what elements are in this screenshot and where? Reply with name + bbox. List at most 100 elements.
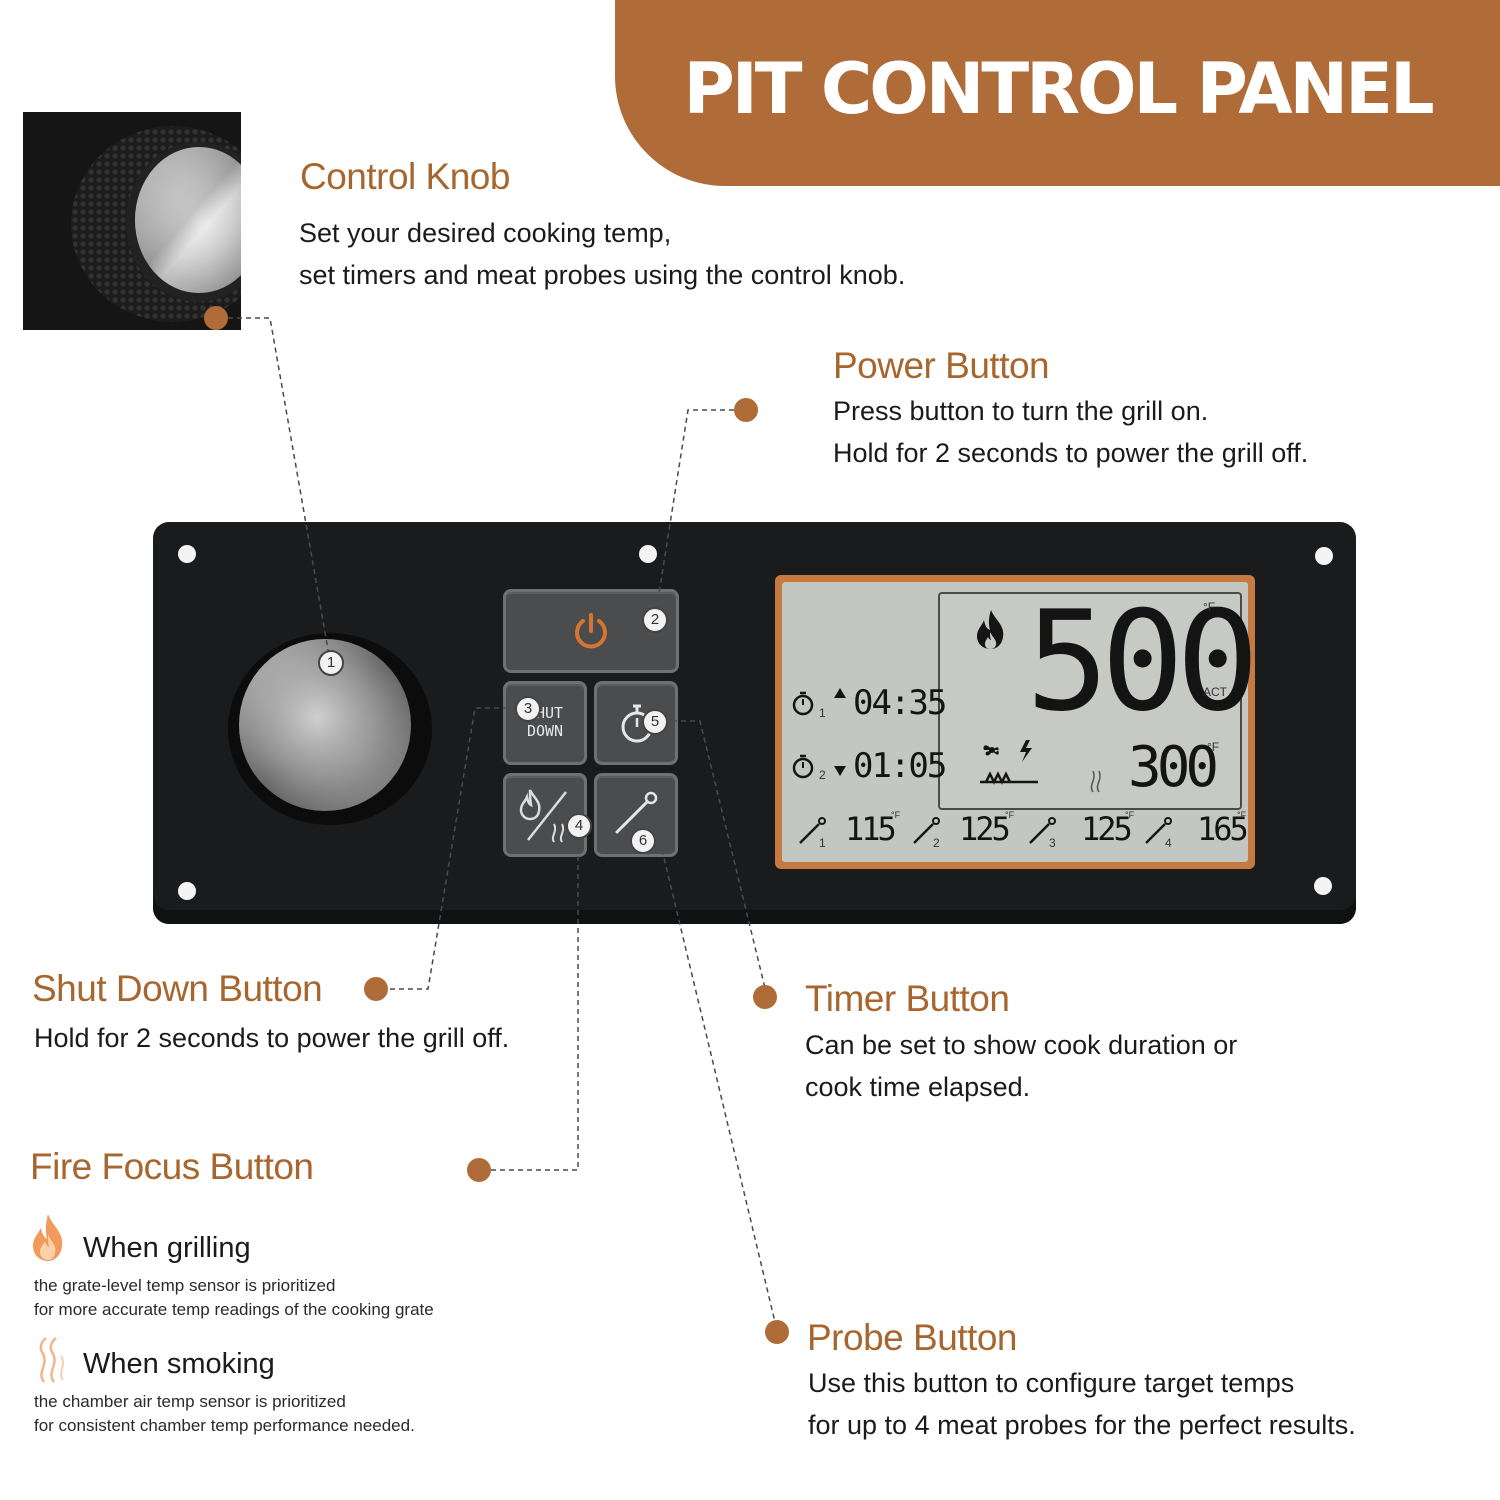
probe-3-temp: 125: [1081, 810, 1133, 848]
page-title: PIT CONTROL PANEL: [683, 48, 1434, 130]
timer-1-readout: 04:35: [853, 683, 947, 723]
mounting-hole: [639, 545, 657, 563]
actual-temp-unit: °F: [1207, 740, 1220, 754]
set-temp-readout: 500: [1026, 581, 1259, 742]
fire-focus-button-heading: Fire Focus Button: [30, 1146, 314, 1187]
when-smoking-heading: When smoking: [83, 1348, 275, 1380]
control-knob-description: Set your desired cooking temp, set timer…: [299, 212, 905, 296]
marker-6: 6: [630, 828, 656, 854]
description-line: Set your desired cooking temp,: [299, 218, 672, 248]
leader-line-timer-button: [654, 720, 766, 989]
timer-2-readout: 01:05: [853, 746, 947, 786]
marker-3: 3: [515, 696, 541, 722]
probe-4-temp: 165: [1197, 810, 1249, 848]
marker-5: 5: [642, 709, 668, 735]
probe-1-unit: °F: [891, 810, 901, 820]
description-line: cook time elapsed.: [805, 1072, 1031, 1102]
probe-3-icon: [1029, 817, 1056, 844]
title-banner: PIT CONTROL PANEL: [615, 0, 1500, 186]
probe-2-temp: 125: [959, 810, 1011, 848]
when-grilling-description: the grate-level temp sensor is prioritiz…: [34, 1274, 434, 1322]
power-button[interactable]: [503, 589, 679, 673]
shut-down-button-description: Hold for 2 seconds to power the grill of…: [34, 1017, 509, 1059]
leader-line-fire-focus-button: [491, 826, 579, 1171]
shut-down-label-line: DOWN: [526, 722, 564, 740]
timer-button-heading: Timer Button: [805, 978, 1010, 1019]
probe-4-icon: [1145, 817, 1172, 844]
leader-line-control-knob: [228, 317, 331, 662]
smoke-icon: [39, 1337, 64, 1383]
probe-2-unit: °F: [1005, 810, 1015, 820]
probe-2-icon: [913, 817, 940, 844]
description-line: for up to 4 meat probes for the perfect …: [808, 1410, 1356, 1440]
timer-2-icon: [792, 754, 814, 779]
leader-line-power-button: [654, 409, 734, 620]
control-knob-photo: [23, 112, 241, 330]
shut-down-button-callout-dot: [364, 977, 388, 1001]
shut-down-button-heading: Shut Down Button: [32, 968, 323, 1009]
leader-line-probe-button: [642, 840, 776, 1323]
actual-temp-readout: 300: [1128, 735, 1219, 800]
power-button-callout-dot: [734, 398, 758, 422]
description-line: set timers and meat probes using the con…: [299, 260, 906, 290]
probe-3-index: 3: [1049, 836, 1056, 850]
probe-1-temp: 115: [845, 810, 897, 848]
timer-button[interactable]: [594, 681, 678, 765]
power-icon: [575, 613, 607, 649]
marker-4: 4: [566, 813, 592, 839]
description-line: Press button to turn the grill on.: [833, 396, 1209, 426]
up-arrow-icon: [834, 688, 846, 698]
flame-icon: [33, 1214, 63, 1261]
timer-button-callout-dot: [753, 985, 777, 1009]
marker-1: 1: [318, 650, 344, 676]
probe-icon: [615, 791, 658, 834]
probe-3-readout: 3 125 °F: [1025, 810, 1137, 856]
leader-line-shut-down-button: [390, 707, 527, 990]
probe-4-unit: °F: [1237, 810, 1247, 820]
set-temp-unit: °F: [1203, 600, 1216, 614]
shut-down-button[interactable]: SHUT DOWN: [503, 681, 587, 765]
description-line: Can be set to show cook duration or: [805, 1030, 1238, 1060]
timer-button-description: Can be set to show cook duration or cook…: [805, 1024, 1237, 1108]
mounting-hole: [1315, 547, 1333, 565]
probe-1-index: 1: [819, 836, 826, 850]
description-line: Hold for 2 seconds to power the grill of…: [833, 438, 1309, 468]
probe-button-heading: Probe Button: [807, 1317, 1017, 1358]
marker-2: 2: [642, 607, 668, 633]
when-smoking-description: the chamber air temp sensor is prioritiz…: [34, 1390, 415, 1438]
control-knob[interactable]: [225, 627, 435, 827]
description-line: Use this button to configure target temp…: [808, 1368, 1295, 1398]
fire-focus-icon: [519, 789, 567, 843]
down-arrow-icon: [834, 766, 846, 776]
timer-1-index: 1: [819, 706, 826, 720]
act-label: ACT: [1203, 685, 1227, 699]
description-line: for consistent chamber temp performance …: [34, 1416, 415, 1435]
description-line: Hold for 2 seconds to power the grill of…: [34, 1023, 510, 1053]
lcd-main-readout: [938, 592, 1242, 810]
knob-photo-icon: [71, 126, 241, 322]
probe-1-readout: 1 115 °F: [795, 810, 907, 856]
probe-button-description: Use this button to configure target temp…: [808, 1362, 1356, 1446]
probe-1-icon: [799, 817, 826, 844]
probe-2-readout: 2 125 °F: [909, 810, 1021, 856]
timer-2-index: 2: [819, 768, 826, 782]
probe-4-index: 4: [1165, 836, 1172, 850]
fire-focus-button-callout-dot: [467, 1158, 491, 1182]
control-knob-callout-dot: [204, 306, 228, 330]
timer-1-icon: [792, 691, 814, 716]
probe-readouts: 1 115 °F 2 125 °F 3 125 °F 4 165 °F: [795, 810, 1249, 856]
power-button-description: Press button to turn the grill on. Hold …: [833, 390, 1308, 474]
probe-4-readout: 4 165 °F: [1141, 810, 1249, 856]
probe-2-index: 2: [933, 836, 940, 850]
description-line: for more accurate temp readings of the c…: [34, 1300, 434, 1319]
description-line: the grate-level temp sensor is prioritiz…: [34, 1276, 336, 1295]
mounting-hole: [178, 545, 196, 563]
fan-icon: [980, 740, 1038, 785]
probe-3-unit: °F: [1125, 810, 1135, 820]
description-line: the chamber air temp sensor is prioritiz…: [34, 1392, 346, 1411]
probe-button-callout-dot: [765, 1320, 789, 1344]
mounting-hole: [178, 882, 196, 900]
power-button-heading: Power Button: [833, 345, 1050, 386]
when-grilling-heading: When grilling: [83, 1232, 251, 1264]
